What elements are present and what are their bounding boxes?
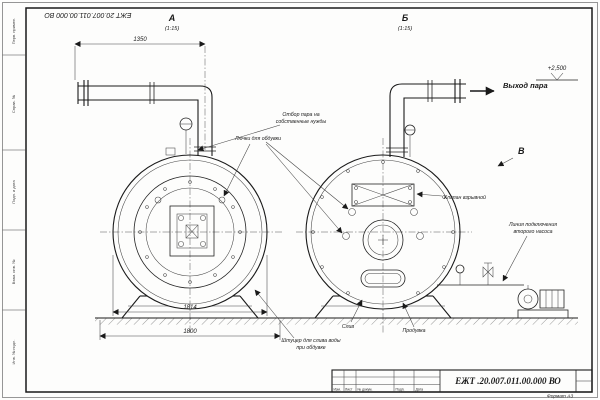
steam-pipe-left bbox=[77, 80, 216, 156]
dim-pipe-run: 1350 bbox=[133, 37, 147, 43]
title-doc-code: ЕЖТ .20.007.011.00.000 ВО bbox=[454, 376, 561, 386]
dim-vessel-width: 1814 bbox=[183, 305, 197, 311]
manhole bbox=[362, 219, 404, 261]
steam-pipe-right bbox=[386, 79, 466, 157]
doc-code-top-rotated: ЕЖТ 20.007.011.00.000 ВО bbox=[44, 11, 132, 18]
blow-hatch-small bbox=[410, 208, 418, 216]
steam-outlet-label: Выход пара bbox=[503, 81, 548, 90]
view-labels: А (1:15) Б (1:15) В bbox=[165, 13, 525, 167]
door-inner-circle bbox=[145, 187, 235, 277]
format-label: Формат А3 bbox=[547, 394, 574, 400]
shell-inner-circle bbox=[310, 159, 456, 305]
feed-pump-unit bbox=[437, 262, 569, 319]
bottom-obround-hatch bbox=[360, 269, 406, 288]
title-col-dokum: № докум. bbox=[358, 388, 373, 392]
explosion-valve-hatch bbox=[351, 183, 415, 207]
view-b-label: Б bbox=[402, 13, 409, 23]
pump-body bbox=[517, 285, 569, 319]
title-col-izm: Изм. bbox=[334, 388, 341, 392]
burner-hatch bbox=[169, 205, 215, 257]
annotation-steam-own-2: собственные нужды bbox=[276, 119, 327, 125]
annotation-pump-line-2: второго насоса bbox=[513, 229, 552, 235]
view-v-label: В bbox=[518, 146, 525, 156]
elevation-value: +2,500 bbox=[548, 66, 567, 72]
dim-base-width: 1800 bbox=[183, 329, 197, 335]
steam-outlet-callout: Выход пара +2,500 bbox=[470, 66, 578, 96]
rim-bolt-dots bbox=[311, 160, 455, 295]
view-v-direction-arrow bbox=[497, 157, 514, 167]
margin-stamp-label: Взам. инв. № bbox=[11, 260, 16, 285]
vessel-b-base bbox=[314, 295, 452, 319]
annotation-sludge-2: при обдувке bbox=[296, 345, 325, 351]
margin-stamp-label: Инв. № подл. bbox=[11, 340, 16, 365]
margin-stamp-label: Подп. и дата bbox=[11, 179, 16, 203]
vessel-a-base bbox=[121, 295, 259, 319]
inspection-hatch-small bbox=[154, 196, 162, 204]
title-col-podp: Подп. bbox=[396, 388, 405, 392]
annotation-hatches: Лючки для обдувки bbox=[234, 136, 281, 142]
title-col-list: Лист bbox=[345, 388, 353, 392]
annotation-pump-line-1: Линия подключения bbox=[508, 222, 557, 228]
shell-outer-circle bbox=[305, 154, 461, 310]
inspection-hatch-small bbox=[218, 196, 226, 204]
margin-stamp-label: Перв. примен. bbox=[11, 18, 16, 45]
door-bolt-dots bbox=[138, 180, 242, 284]
elevation-mark: +2,500 bbox=[536, 66, 578, 81]
annotation-sludge-1: Штуцер для слива воды bbox=[281, 338, 340, 344]
margin-stamp-label: Справ. № bbox=[11, 95, 16, 113]
blow-hatch-small bbox=[348, 208, 356, 216]
view-b-scale: (1:15) bbox=[398, 26, 413, 32]
shutoff-valve bbox=[482, 262, 494, 285]
annotation-drain: Слив bbox=[342, 324, 355, 330]
annotation-blowdown: Продувка bbox=[403, 328, 426, 334]
view-a-vessel bbox=[77, 80, 282, 334]
blow-hatch-small bbox=[342, 232, 350, 240]
door-flange-circle bbox=[133, 175, 247, 289]
annotations: Отбор пара на собственные нужды Лючки дл… bbox=[197, 112, 557, 351]
ground bbox=[95, 317, 578, 325]
shell-top-nozzle bbox=[165, 147, 176, 156]
shell-inner-circle bbox=[117, 159, 263, 305]
view-b-vessel bbox=[296, 79, 472, 334]
ground-hatch bbox=[95, 318, 578, 325]
annotation-steam-own-1: Отбор пара на bbox=[282, 112, 319, 118]
safety-fitting bbox=[404, 124, 416, 157]
view-a-scale: (1:15) bbox=[165, 26, 180, 32]
title-block: Изм. Лист № докум. Подп. Дата ЕЖТ .20.00… bbox=[331, 369, 593, 400]
blow-hatch-small bbox=[416, 232, 424, 240]
annotation-explosion-valve: Клапан взрывной bbox=[444, 194, 486, 201]
gauge-valve bbox=[179, 117, 193, 154]
pressure-gauge bbox=[455, 264, 465, 274]
view-a-label: А bbox=[168, 13, 176, 23]
dimensions: 1350 1814 1800 bbox=[74, 37, 281, 340]
title-col-data: Дата bbox=[416, 388, 424, 392]
